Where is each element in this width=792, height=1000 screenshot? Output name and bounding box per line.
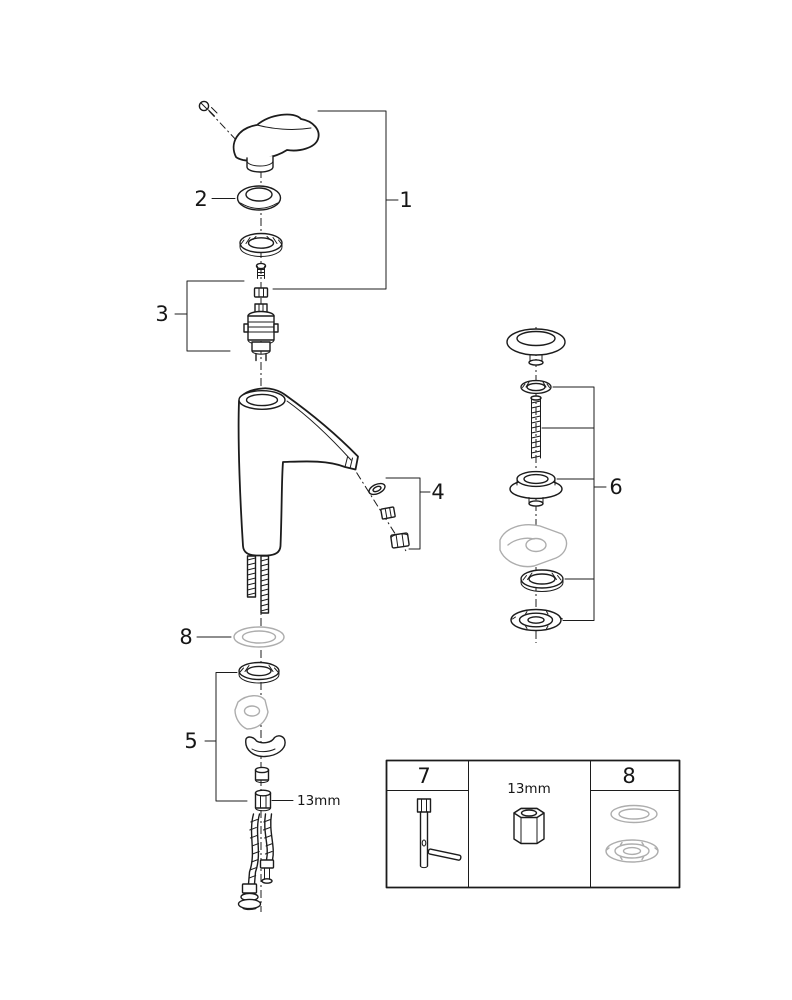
drain-seal-ring xyxy=(520,569,564,592)
nut-size-annotation: 13mm xyxy=(271,793,340,809)
escutcheon-ring xyxy=(239,232,283,257)
mounting-plate-ghost xyxy=(234,695,269,730)
aerator-parts xyxy=(368,482,410,549)
spacer-bush xyxy=(254,766,270,784)
legend-7-label: 7 xyxy=(417,764,430,788)
drain-clamp-ghost xyxy=(499,524,568,568)
cartridge xyxy=(243,303,279,362)
horseshoe-washer xyxy=(245,735,286,758)
drain-plug-cap xyxy=(506,328,566,366)
legend: 7 13mm 8 xyxy=(385,759,681,889)
drain-flange xyxy=(509,470,563,507)
drain-washer xyxy=(520,379,552,395)
cap-ring xyxy=(236,185,282,211)
base-gasket xyxy=(233,626,285,648)
oring xyxy=(238,661,280,684)
callout-6-label: 6 xyxy=(609,475,622,499)
supply-hoses xyxy=(237,813,275,911)
service-tool xyxy=(416,798,462,869)
spline-nut xyxy=(253,287,269,298)
handle-screw xyxy=(198,100,218,117)
threaded-shanks xyxy=(246,555,270,614)
drain-assembly xyxy=(499,328,568,632)
handle-lever xyxy=(232,113,320,173)
aerator-insert xyxy=(380,506,396,520)
callout-5-label: 5 xyxy=(184,729,197,753)
callout-1: 1 xyxy=(272,110,413,290)
legend-13mm-label: 13mm xyxy=(507,781,550,797)
fixing-screw xyxy=(255,262,267,279)
callout-1-label: 1 xyxy=(399,188,412,212)
callout-3-label: 3 xyxy=(155,302,168,326)
legend-hex-nut xyxy=(513,807,545,845)
nut-size-label: 13mm xyxy=(297,793,340,809)
drain-threaded-rod xyxy=(530,395,542,459)
aerator-housing xyxy=(390,532,410,549)
callout-5: 5 xyxy=(184,672,248,802)
callout-6: 6 xyxy=(541,386,623,621)
callout-8: 8 xyxy=(179,625,232,649)
drain-slotted-flange xyxy=(510,608,563,632)
callout-8-label: 8 xyxy=(179,625,192,649)
aerator-washer xyxy=(368,482,386,496)
legend-8-label: 8 xyxy=(622,764,635,788)
callout-3: 3 xyxy=(155,280,245,352)
callout-4-label: 4 xyxy=(431,480,444,504)
callout-2: 2 xyxy=(194,187,236,211)
legend-rings xyxy=(605,804,659,863)
callout-2-label: 2 xyxy=(194,187,207,211)
hex-mounting-nut xyxy=(254,789,272,812)
faucet-body xyxy=(237,387,359,557)
callout-4: 4 xyxy=(385,477,445,550)
